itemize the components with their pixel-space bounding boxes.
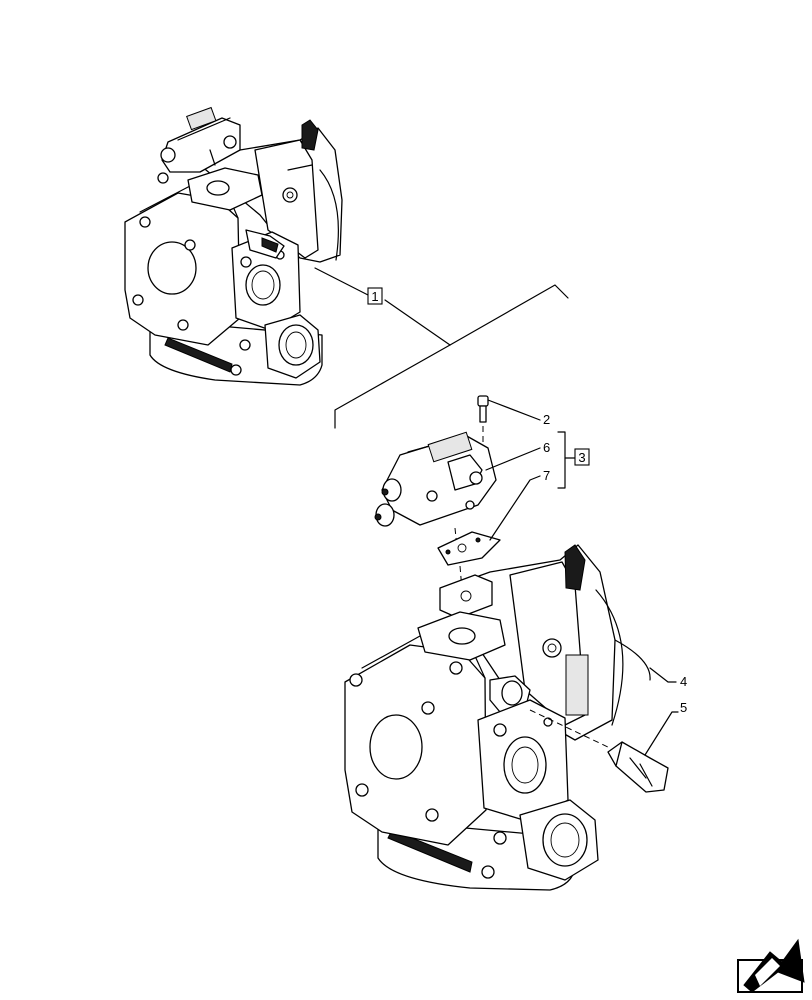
callout-2[interactable]: 2 bbox=[543, 412, 550, 427]
callout-7[interactable]: 7 bbox=[543, 468, 550, 483]
callout-6[interactable]: 6 bbox=[543, 440, 550, 455]
callout-1-text: 1 bbox=[371, 289, 378, 304]
gasket-part-7 bbox=[437, 531, 501, 591]
arrow-box-icon[interactable] bbox=[737, 938, 805, 993]
valve-part-6 bbox=[374, 431, 497, 549]
pump-assembly-top bbox=[124, 106, 343, 386]
plug-part-5 bbox=[607, 741, 669, 793]
callout-3-text: 3 bbox=[578, 450, 585, 465]
callout-1[interactable]: 1 bbox=[367, 287, 383, 305]
callout-3[interactable]: 3 bbox=[574, 448, 590, 466]
callout-5[interactable]: 5 bbox=[680, 700, 687, 715]
pump-assembly-bottom bbox=[344, 544, 651, 891]
leader-lines-top bbox=[314, 267, 569, 429]
leader-lines-bottom bbox=[644, 667, 679, 756]
leader-lines-mid bbox=[485, 399, 576, 541]
callout-4[interactable]: 4 bbox=[680, 674, 687, 689]
